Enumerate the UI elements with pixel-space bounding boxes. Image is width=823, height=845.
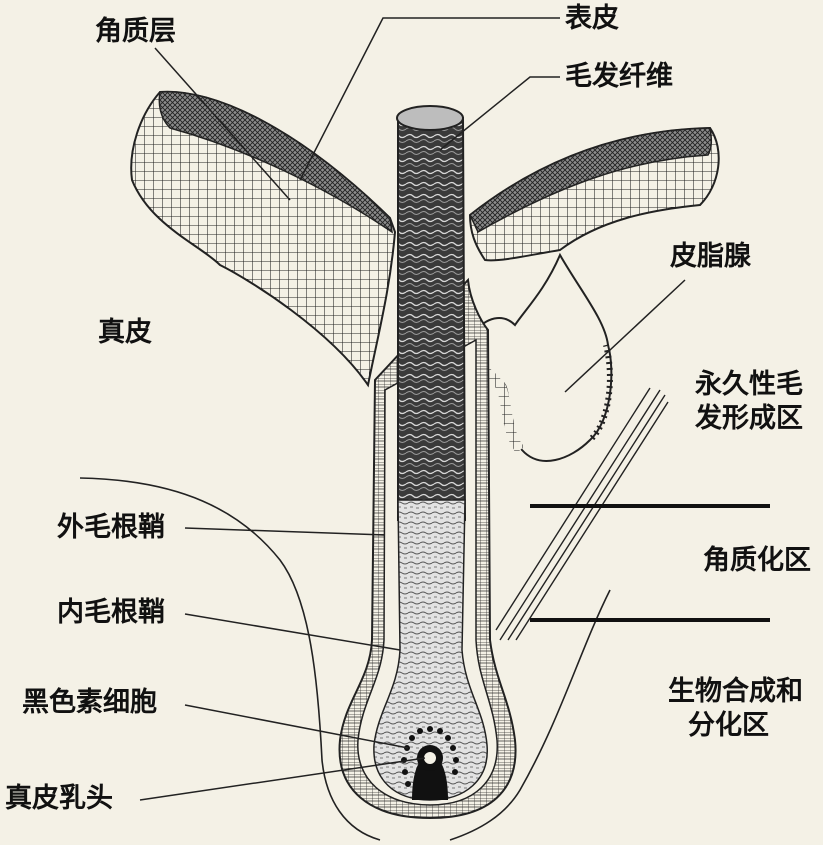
hair-shaft	[373, 105, 488, 801]
label-biosynthesis-zone-line1: 生物合成和	[668, 676, 803, 707]
epidermis-right	[468, 126, 720, 262]
arrector-fibers	[495, 387, 669, 641]
label-hair-fiber: 毛发纤维	[565, 61, 673, 92]
label-biosynthesis-zone-line2: 分化区	[688, 709, 769, 741]
label-epidermis: 表皮	[565, 3, 619, 34]
leader-outer-root-sheath	[184, 527, 386, 536]
label-outer-root-sheath: 外毛根鞘	[57, 512, 165, 543]
leader-stratum-corneum	[154, 47, 291, 201]
melanocytes	[401, 726, 459, 787]
leader-hair-fiber	[439, 76, 560, 151]
leader-lines	[139, 17, 686, 801]
label-permanent-zone: 永久性毛 发形成区	[695, 368, 803, 436]
leader-epidermis	[299, 17, 560, 181]
leader-melanocytes	[184, 704, 409, 749]
dermis-outline	[79, 477, 611, 841]
label-sebaceous-gland: 皮脂腺	[670, 241, 751, 272]
label-permanent-zone-line2: 发形成区	[695, 402, 803, 434]
label-keratinization-zone: 角质化区	[703, 545, 811, 576]
leader-sebaceous-gland	[564, 279, 686, 393]
leader-inner-root-sheath	[184, 613, 401, 651]
label-stratum-corneum: 角质层	[95, 16, 176, 47]
sebaceous-gland	[467, 252, 613, 462]
label-biosynthesis-zone: 生物合成和 分化区	[668, 675, 803, 743]
label-melanocytes: 黑色素细胞	[22, 687, 157, 718]
leader-dermal-papilla	[139, 757, 426, 801]
label-inner-root-sheath: 内毛根鞘	[57, 597, 165, 628]
label-permanent-zone-line1: 永久性毛	[695, 369, 803, 400]
dermal-papilla	[412, 745, 448, 800]
label-dermis: 真皮	[98, 317, 152, 348]
label-dermal-papilla: 真皮乳头	[5, 783, 113, 814]
epidermis-left	[130, 90, 397, 388]
